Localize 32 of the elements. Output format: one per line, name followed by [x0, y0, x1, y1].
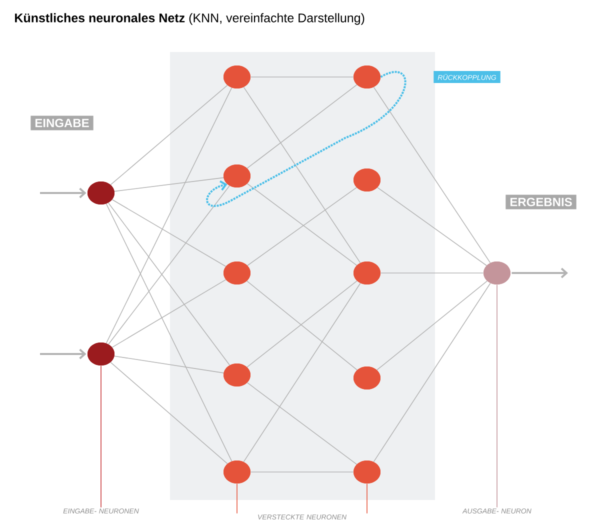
connector-line — [377, 187, 487, 266]
connector-line — [114, 177, 224, 192]
connector-line — [106, 203, 232, 462]
leader-line — [236, 483, 238, 514]
connector-line — [243, 86, 361, 264]
arrow — [40, 188, 86, 198]
connector-line — [250, 76, 354, 78]
connector-line — [110, 84, 228, 186]
connector-line — [373, 282, 491, 462]
arrow — [512, 268, 568, 278]
connector-line — [246, 84, 358, 169]
connector-line — [114, 356, 224, 374]
connector-line — [108, 202, 230, 366]
connector-line — [380, 272, 484, 274]
connector-line — [243, 282, 361, 462]
connector-line — [373, 86, 491, 264]
layer-label: ERGEBNIS — [506, 194, 576, 210]
leader-line — [496, 284, 498, 508]
arrow — [40, 348, 86, 360]
connector-line — [108, 185, 230, 345]
connector-line — [112, 279, 226, 348]
hidden-layer-band — [170, 52, 435, 500]
title: Künstliches neuronales Netz (KNN, vereinfachte Darstellung) — [15, 13, 364, 25]
connector-line — [376, 280, 488, 370]
leader-line — [100, 365, 102, 508]
leader-line — [366, 483, 368, 514]
connector-line — [106, 87, 232, 344]
feedback-arrow — [206, 71, 406, 207]
connector-line — [110, 362, 228, 464]
connector-line — [112, 199, 226, 267]
connector-line — [246, 382, 358, 465]
layer-label: EINGABE — [30, 116, 94, 130]
